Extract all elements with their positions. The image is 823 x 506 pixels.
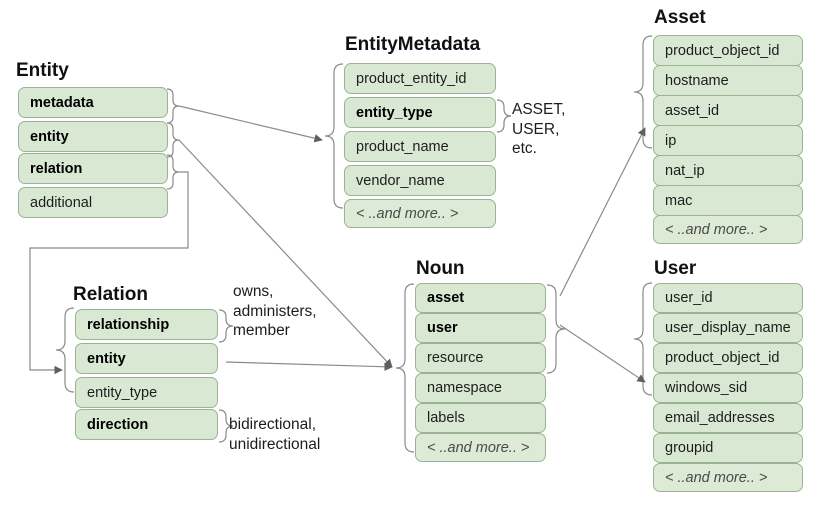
field-em-product-entity-id[interactable]: product_entity_id bbox=[344, 63, 496, 94]
edge-relationentity-to-noun bbox=[225, 361, 393, 371]
edge-metadata-to-entitymetadata bbox=[178, 105, 323, 143]
field-entity-additional[interactable]: additional bbox=[18, 187, 168, 218]
field-noun-asset[interactable]: asset bbox=[415, 283, 546, 313]
field-user-email-addresses[interactable]: email_addresses bbox=[653, 403, 803, 433]
field-relation-relationship[interactable]: relationship bbox=[75, 309, 218, 340]
field-relation-entity[interactable]: entity bbox=[75, 343, 218, 374]
field-relation-direction[interactable]: direction bbox=[75, 409, 218, 440]
field-asset-product-object-id[interactable]: product_object_id bbox=[653, 35, 803, 66]
field-entity-metadata[interactable]: metadata bbox=[18, 87, 168, 118]
field-entity-entity[interactable]: entity bbox=[18, 121, 168, 152]
field-noun-user[interactable]: user bbox=[415, 313, 546, 343]
field-user-user-id[interactable]: user_id bbox=[653, 283, 803, 313]
field-user-and-more[interactable]: < ..and more.. > bbox=[653, 463, 803, 492]
field-asset-mac[interactable]: mac bbox=[653, 185, 803, 216]
field-relation-entity-type[interactable]: entity_type bbox=[75, 377, 218, 408]
group-title-relation: Relation bbox=[73, 284, 148, 305]
group-title-noun: Noun bbox=[416, 258, 465, 279]
field-asset-nat-ip[interactable]: nat_ip bbox=[653, 155, 803, 186]
field-noun-resource[interactable]: resource bbox=[415, 343, 546, 373]
field-user-product-object-id[interactable]: product_object_id bbox=[653, 343, 803, 373]
field-user-windows-sid[interactable]: windows_sid bbox=[653, 373, 803, 403]
note-direction-values: bidirectional, unidirectional bbox=[229, 416, 321, 453]
field-em-and-more[interactable]: < ..and more.. > bbox=[344, 199, 496, 228]
field-asset-and-more[interactable]: < ..and more.. > bbox=[653, 215, 803, 244]
field-user-display-name[interactable]: user_display_name bbox=[653, 313, 803, 343]
field-asset-asset-id[interactable]: asset_id bbox=[653, 95, 803, 126]
field-entity-relation[interactable]: relation bbox=[18, 153, 168, 184]
edge-noun-user-to-user bbox=[559, 324, 646, 383]
field-asset-hostname[interactable]: hostname bbox=[653, 65, 803, 96]
field-em-vendor-name[interactable]: vendor_name bbox=[344, 165, 496, 196]
group-title-entitymetadata: EntityMetadata bbox=[345, 34, 481, 55]
edge-noun-asset-to-asset bbox=[559, 127, 646, 297]
group-title-user: User bbox=[654, 258, 697, 279]
note-entity-type-values: ASSET, USER, etc. bbox=[512, 101, 566, 157]
note-relationship-values: owns, administers, member bbox=[233, 283, 317, 339]
field-noun-labels[interactable]: labels bbox=[415, 403, 546, 433]
group-title-entity: Entity bbox=[16, 60, 69, 81]
field-noun-and-more[interactable]: < ..and more.. > bbox=[415, 433, 546, 462]
field-noun-namespace[interactable]: namespace bbox=[415, 373, 546, 403]
field-em-product-name[interactable]: product_name bbox=[344, 131, 496, 162]
group-title-asset: Asset bbox=[654, 7, 706, 28]
field-em-entity-type[interactable]: entity_type bbox=[344, 97, 496, 128]
field-user-groupid[interactable]: groupid bbox=[653, 433, 803, 463]
field-asset-ip[interactable]: ip bbox=[653, 125, 803, 156]
